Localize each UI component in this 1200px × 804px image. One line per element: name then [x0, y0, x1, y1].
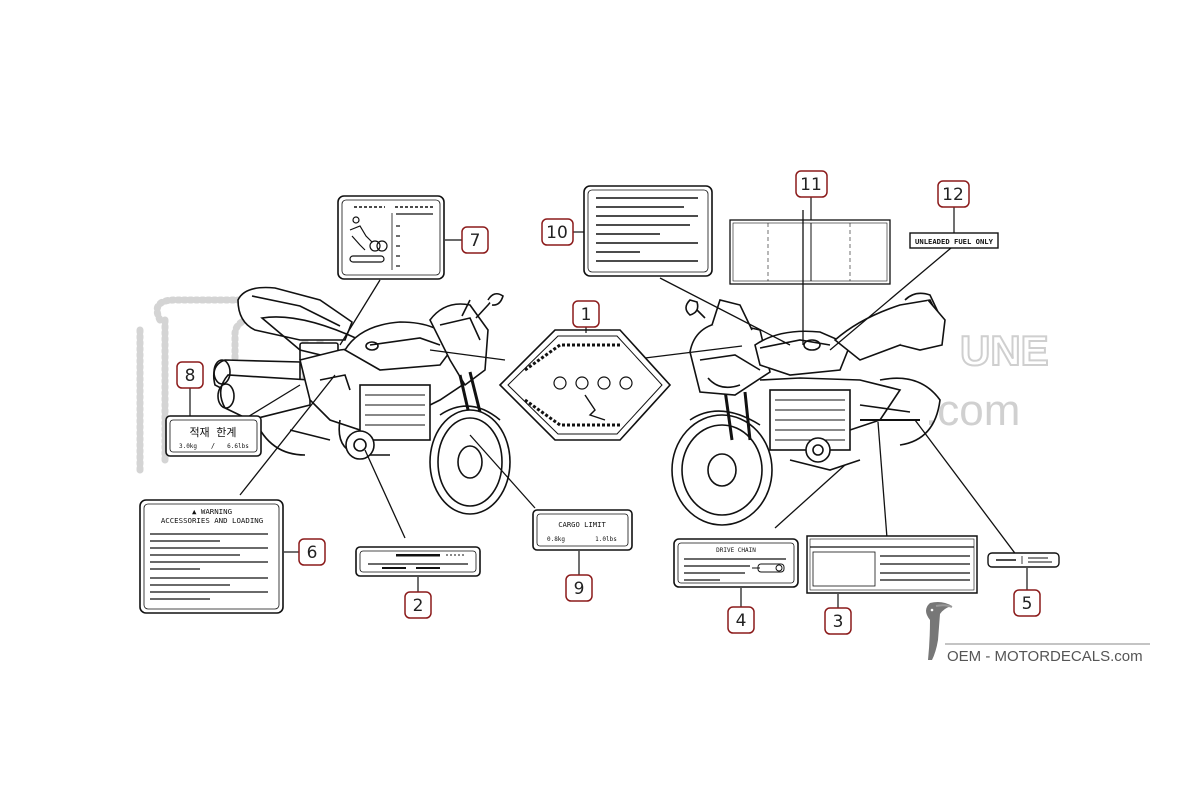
callout-8: 8	[176, 361, 204, 416]
label-10-info-sheet	[583, 185, 713, 277]
korean-limit-sep: /	[211, 442, 215, 450]
label-7-diagram	[337, 195, 445, 280]
callout-4-text: 4	[736, 611, 747, 631]
korean-limit-right: 6.6lbs	[227, 443, 249, 450]
callout-9: 9	[565, 551, 593, 602]
korean-limit-left: 3.0kg	[179, 443, 197, 450]
unleaded-fuel-text: UNLEADED FUEL ONLY	[915, 237, 994, 246]
callout-10-text: 10	[546, 223, 568, 243]
callout-7-text: 7	[470, 231, 481, 251]
rider-icon	[349, 216, 388, 263]
chain-tool-icon	[752, 563, 785, 573]
label-12-unleaded-fuel: UNLEADED FUEL ONLY	[909, 232, 999, 249]
callout-12-text: 12	[942, 185, 964, 205]
toucan-bird-icon	[926, 602, 953, 660]
watermark-text-une: UNE	[960, 327, 1049, 374]
callout-1: 1	[572, 300, 600, 333]
callout-1-text: 1	[581, 305, 592, 325]
korean-limit-title: 적재 한계	[189, 426, 236, 439]
warning-title: ▲ WARNING	[192, 507, 232, 516]
cargo-limit-left: 0.8kg	[547, 536, 565, 543]
callout-2-text: 2	[413, 596, 424, 616]
label-8-korean-limit: 적재 한계 3.0kg / 6.6lbs	[165, 415, 262, 457]
label-3-spec-sheet	[806, 535, 978, 594]
callout-10: 10	[541, 218, 584, 246]
cargo-limit-right: 1.0lbs	[595, 536, 617, 543]
motorcycle-right	[671, 292, 946, 526]
callout-6-text: 6	[307, 543, 318, 563]
callout-11: 11	[795, 170, 828, 220]
callout-3-text: 3	[833, 612, 844, 632]
label-11-clear-sheet	[729, 219, 891, 285]
callout-12: 12	[937, 180, 970, 233]
label-2-strip	[355, 546, 481, 577]
callout-3: 3	[824, 594, 852, 635]
label-4-drive-chain: DRIVE CHAIN	[673, 538, 799, 588]
callout-11-text: 11	[800, 175, 822, 195]
callout-4: 4	[727, 588, 755, 634]
callout-numbers: 1 2 3 4 5 6 7	[176, 170, 1041, 635]
brand-logo: OEM - MOTORDECALS.com	[926, 602, 1150, 665]
cargo-limit-title: CARGO LIMIT	[558, 520, 606, 529]
warning-subtitle: ACCESSORIES AND LOADING	[161, 516, 263, 525]
callout-9-text: 9	[574, 579, 585, 599]
label-1-emblem	[498, 329, 672, 441]
callout-8-text: 8	[185, 366, 196, 386]
leader-lines	[209, 210, 1018, 557]
motorcycle-left	[212, 286, 511, 515]
callout-6: 6	[284, 538, 326, 566]
callout-5: 5	[1013, 568, 1041, 617]
watermark-text-com: .com	[925, 386, 1020, 435]
label-9-cargo-limit: CARGO LIMIT 0.8kg 1.0lbs	[532, 509, 633, 551]
callout-2: 2	[404, 577, 432, 619]
callout-5-text: 5	[1022, 594, 1033, 614]
label-5-small-tag	[987, 552, 1060, 568]
callout-7: 7	[445, 226, 489, 254]
drive-chain-title: DRIVE CHAIN	[716, 547, 756, 554]
brand-text: OEM - MOTORDECALS.com	[947, 648, 1143, 665]
label-6-warning: ▲ WARNING ACCESSORIES AND LOADING	[139, 499, 284, 614]
